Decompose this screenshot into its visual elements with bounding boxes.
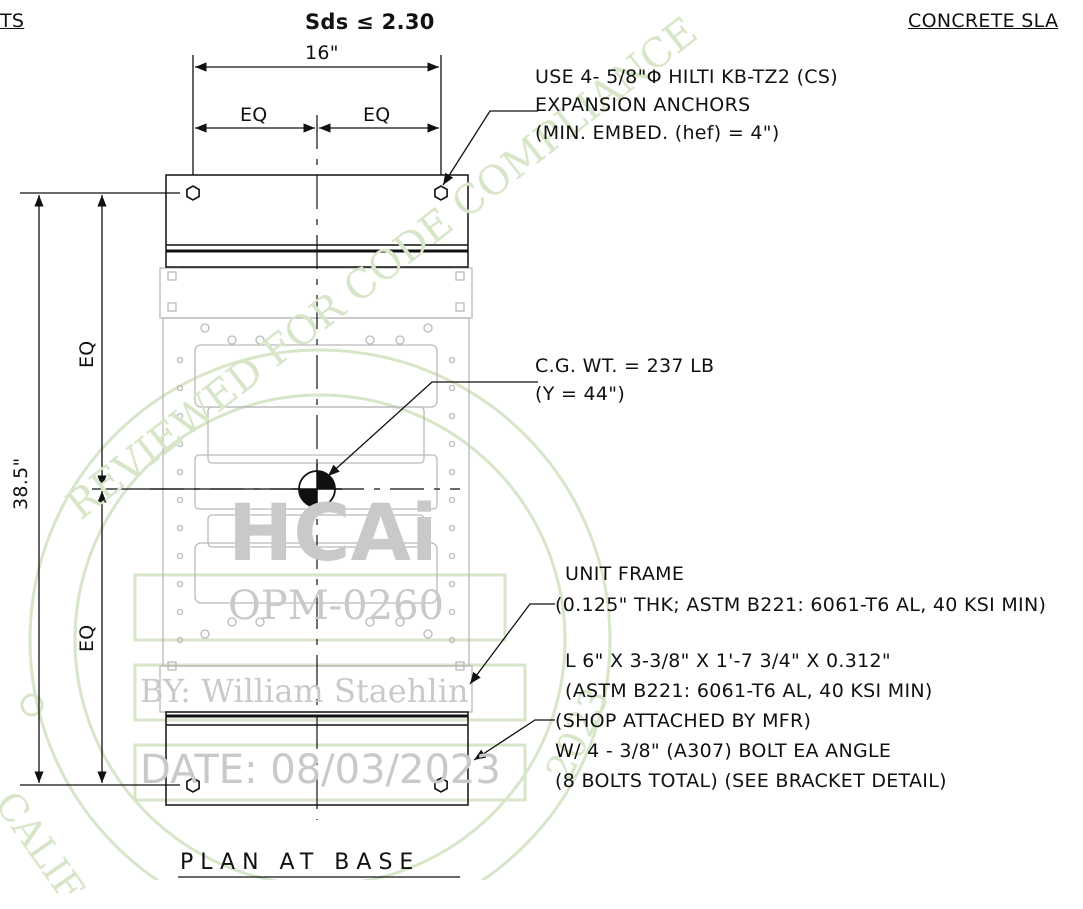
frame-hole (176, 356, 184, 364)
frame-hole (423, 323, 433, 333)
frame-hole (395, 617, 405, 627)
frame-hole (255, 335, 265, 345)
bottom-left-clip (167, 661, 177, 671)
frame-hole (448, 384, 456, 392)
rail-left-clip (167, 302, 177, 312)
approval-stamp (20, 348, 612, 880)
header-right-fragment: CONCRETE SLA (908, 10, 1059, 32)
note-anchors-line-2: EXPANSION ANCHORS (535, 94, 751, 116)
stamp-date-box (133, 743, 527, 802)
note-anchors-line-1: USE 4- 5/8"Φ HILTI KB-TZ2 (CS) (535, 66, 838, 88)
anchor-hex-icon (434, 777, 448, 793)
stamp-by: BY: William Staehlin (140, 672, 469, 710)
leader-frame (469, 603, 555, 685)
frame-hole (448, 412, 456, 420)
frame-hole (448, 440, 456, 448)
drawing-title: PLAN AT BASE (180, 850, 421, 875)
top-left-clip (167, 271, 177, 281)
frame-hole (176, 580, 184, 588)
frame-hole (423, 629, 433, 639)
unit-frame-ghost (159, 267, 473, 713)
note-angle-line-3: (SHOP ATTACHED BY MFR) (555, 710, 812, 732)
leader-cg (327, 381, 538, 477)
dim-height-eq-upper-label: EQ (76, 340, 98, 368)
frame-hole (448, 608, 456, 616)
frame-hole (176, 468, 184, 476)
frame-hole (200, 323, 210, 333)
rail-right-clip (455, 302, 465, 312)
dim-width-eq-right-label: EQ (363, 104, 391, 126)
cg-symbol-icon (292, 464, 342, 514)
frame-hole (448, 468, 456, 476)
frame-hole (395, 335, 405, 345)
frame-hole (176, 524, 184, 532)
top-right-clip (455, 271, 465, 281)
header-left-fragment: TS (0, 10, 25, 32)
frame-holes (176, 323, 456, 644)
note-frame-line-1: UNIT FRAME (565, 563, 685, 585)
frame-hole (176, 440, 184, 448)
leader-anchors (442, 110, 538, 186)
stamp-by-box (133, 663, 527, 722)
frame-hole (448, 552, 456, 560)
frame-hole (365, 335, 375, 345)
middle-slot (194, 454, 438, 510)
dim-height-total-label: 38.5" (10, 457, 32, 510)
expansion-anchors (186, 185, 448, 793)
lower-opening (194, 542, 438, 604)
note-angle-line-1: L 6" X 3-3/8" X 1'-7 3/4" X 0.312" (565, 650, 891, 672)
frame-hole (448, 636, 456, 644)
centerlines (150, 115, 460, 820)
frame-hole (448, 356, 456, 364)
frame-hole (176, 384, 184, 392)
note-cg-line-1: C.G. WT. = 237 LB (535, 355, 715, 377)
frame-hole (176, 552, 184, 560)
frame-hole (176, 608, 184, 616)
frame-hole (227, 335, 237, 345)
frame-hole (200, 629, 210, 639)
frame-hole (448, 496, 456, 504)
stamp-outer-ring (28, 348, 612, 880)
note-angle-line-5: (8 BOLTS TOTAL) (SEE BRACKET DETAIL) (555, 770, 947, 792)
bottom-right-clip (455, 661, 465, 671)
frame-hole (448, 580, 456, 588)
frame-hole (176, 412, 184, 420)
stamp-opm: OPM-0260 (228, 583, 444, 629)
leader-lines (327, 110, 555, 761)
frame-hole (365, 617, 375, 627)
note-frame-line-2: (0.125" THK; ASTM B221: 6061-T6 AL, 40 K… (555, 594, 1047, 616)
stamp-logo: HCAi (228, 489, 438, 579)
frame-hole (448, 524, 456, 532)
frame-hole (176, 496, 184, 504)
stamp-inner-ring (73, 393, 567, 880)
anchor-hex-icon (186, 185, 200, 201)
lower-slot (207, 514, 425, 548)
frame-hole (255, 617, 265, 627)
note-anchors-line-3: (MIN. EMBED. (hef) = 4") (535, 122, 780, 144)
note-cg-line-2: (Y = 44") (535, 383, 626, 405)
leader-angle (473, 719, 555, 761)
dim-width-eq-left-label: EQ (240, 104, 268, 126)
stamp-opm-box (133, 573, 507, 642)
plan-drawing (20, 55, 612, 880)
seismic-value: Sds ≤ 2.30 (305, 10, 435, 34)
upper-slot (207, 406, 425, 464)
dim-height-eq-lower-label: EQ (76, 624, 98, 652)
anchor-hex-icon (434, 185, 448, 201)
dim-width-total-label: 16" (305, 42, 339, 64)
note-angle-line-4: W/ 4 - 3/8" (A307) BOLT EA ANGLE (555, 740, 892, 762)
anchor-hex-icon (186, 777, 200, 793)
frame-hole (176, 636, 184, 644)
stamp-date: DATE: 08/03/2023 (140, 747, 501, 793)
note-angle-line-2: (ASTM B221: 6061-T6 AL, 40 KSI MIN) (565, 680, 933, 702)
dimension-lines (20, 55, 442, 786)
frame-hole (227, 617, 237, 627)
